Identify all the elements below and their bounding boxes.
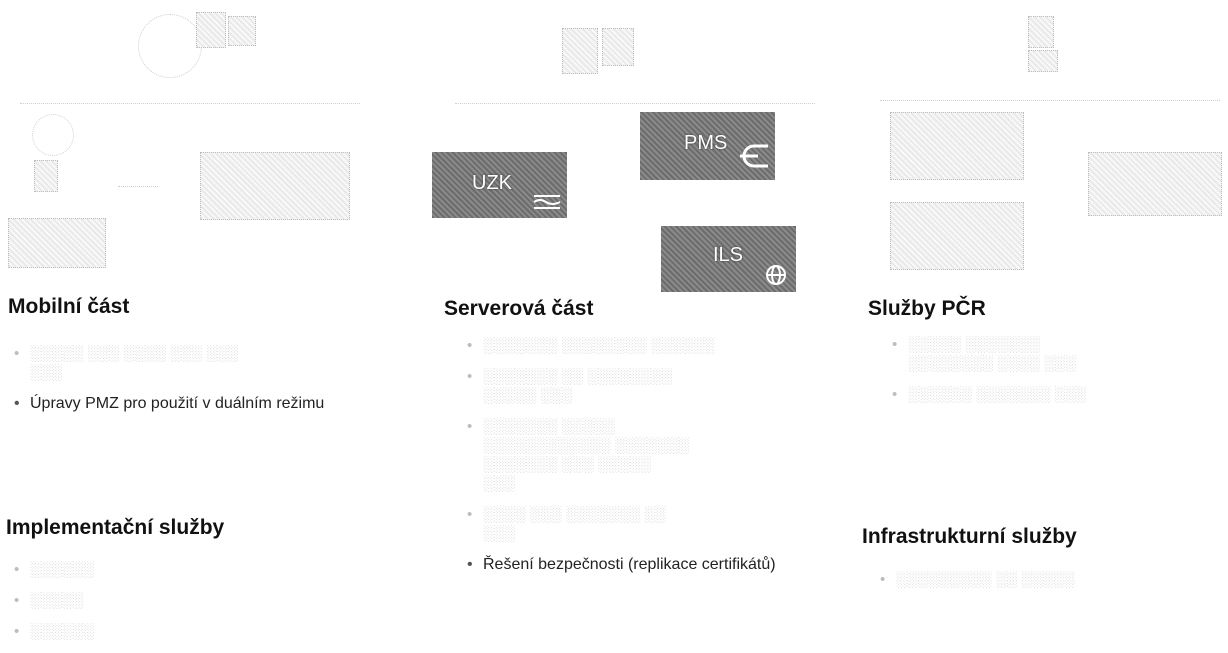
list-item: ░░░░░ ░░░ ░░░░ ░░░ ░░░░░░: [12, 344, 362, 382]
list-item: ░░░░░ ░░░░░░░░░░░░░░░ ░░░░ ░░░: [890, 335, 1210, 373]
police-bullets: ░░░░░ ░░░░░░░░░░░░░░░ ░░░░ ░░░ ░░░░░░ ░░…: [890, 335, 1210, 416]
security-bullet-text: Řešení bezpečnosti (replikace certifikát…: [483, 556, 776, 573]
list-item: ░░░░░░░ ░░░░░░░░ ░░░░░░: [465, 336, 810, 355]
mobile-title: Mobilní část: [8, 295, 130, 318]
uzk-box: UZK: [432, 152, 567, 218]
uzk-label: UZK: [472, 172, 512, 194]
pms-box: PMS: [640, 112, 775, 180]
ils-label: ILS: [713, 244, 744, 266]
ils-box: ILS: [661, 226, 796, 292]
list-item: Řešení bezpečnosti (replikace certifikát…: [465, 555, 810, 575]
plug-icon: [738, 142, 772, 175]
list-item: ░░░░░░: [12, 622, 312, 641]
list-item: Úpravy PMZ pro použití v duálním režimu: [12, 394, 362, 414]
infrastructure-bullets: ░░░░░░░░░ ░░ ░░░░░: [878, 570, 1208, 601]
list-item: ░░░░░░ ░░░░░░░ ░░░: [890, 385, 1210, 404]
implementation-bullets: ░░░░░░ ░░░░░ ░░░░░░: [12, 560, 312, 653]
server-title: Serverová část: [444, 297, 594, 320]
globe-icon: [765, 264, 787, 291]
list-item: ░░░░░░░ ░░ ░░░░░░░░░░░░░ ░░░: [465, 367, 810, 405]
infrastructure-title: Infrastrukturní služby: [862, 525, 1077, 548]
implementation-title: Implementační služby: [6, 516, 225, 539]
pms-label: PMS: [684, 132, 728, 154]
list-item: ░░░░░░: [12, 560, 312, 579]
list-item: ░░░░░░░ ░░░░░░░░░░░░░░░░░ ░░░░░░░░░░░░░░…: [465, 417, 810, 493]
server-bullets: ░░░░░░░ ░░░░░░░░ ░░░░░░ ░░░░░░░ ░░ ░░░░░…: [465, 336, 810, 587]
mobile-bullets: ░░░░░ ░░░ ░░░░ ░░░ ░░░░░░ Úpravy PMZ pro…: [12, 344, 362, 426]
pmz-bullet-text: Úpravy PMZ pro použití v duálním režimu: [30, 395, 325, 412]
cable-icon: [532, 190, 562, 217]
list-item: ░░░░░░░░░ ░░ ░░░░░: [878, 570, 1208, 589]
police-title: Služby PČR: [868, 297, 986, 320]
list-item: ░░░░░: [12, 591, 312, 610]
list-item: ░░░░ ░░░ ░░░░░░░ ░░░░░: [465, 505, 810, 543]
